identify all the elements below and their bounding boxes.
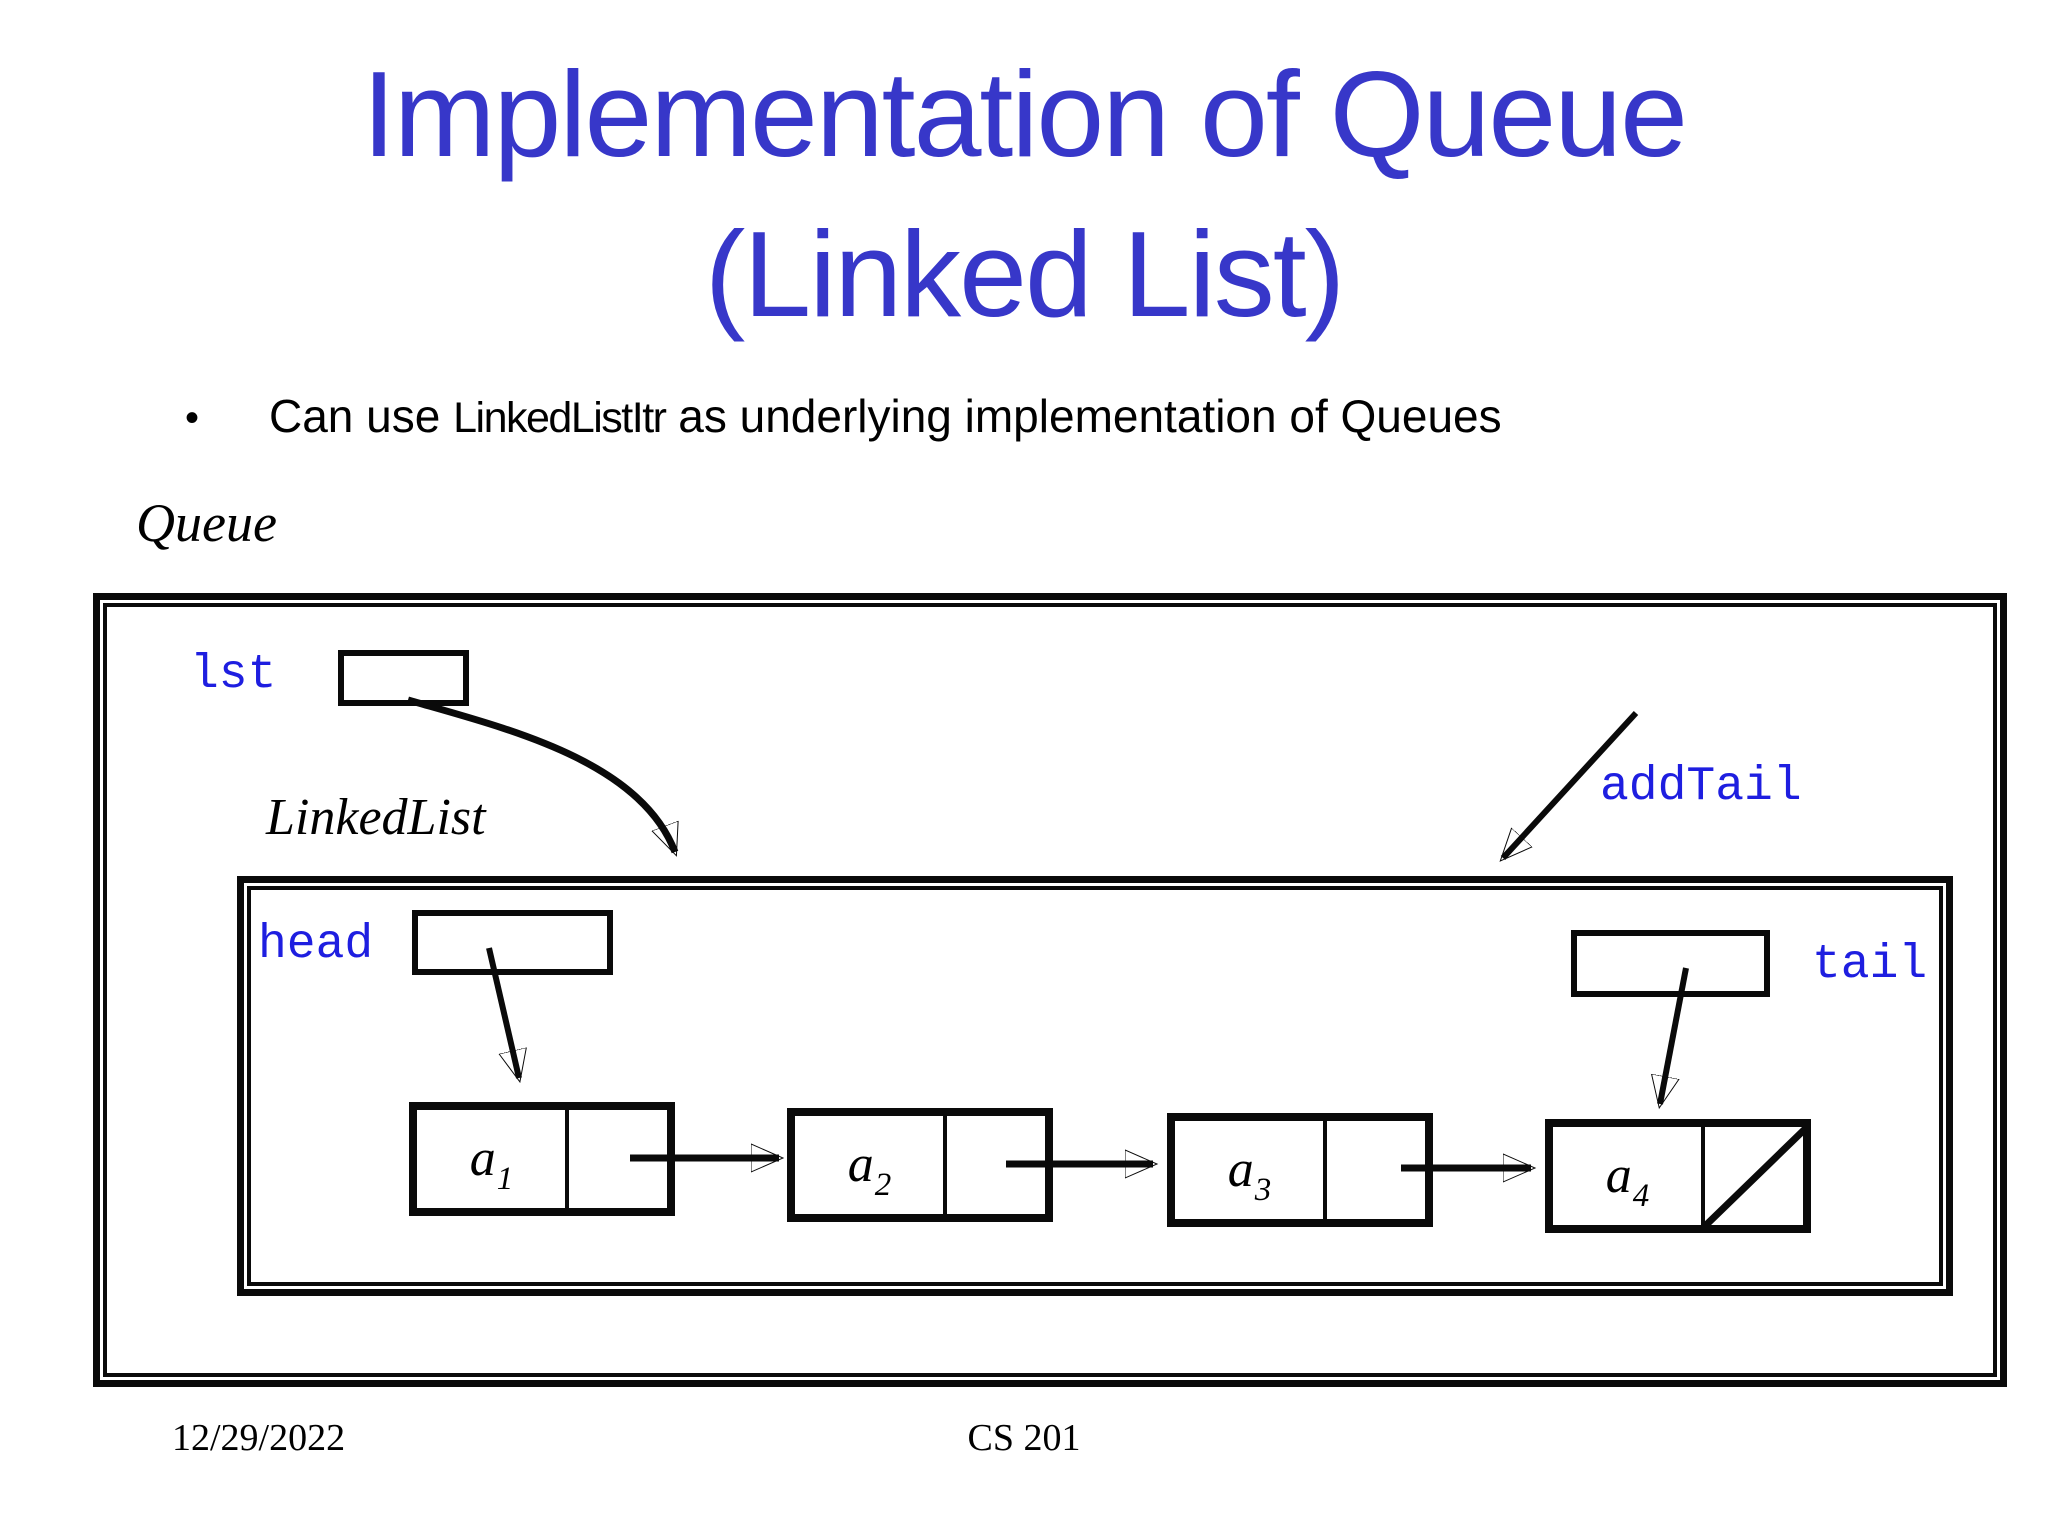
- queue-object-box: [93, 593, 2007, 1387]
- linkedlist-object-box: [237, 876, 1953, 1296]
- lst-pointer-box: [338, 650, 469, 706]
- footer-date: 12/29/2022: [172, 1417, 346, 1459]
- head-pointer-box: [412, 910, 613, 975]
- lst-field-label: lst: [190, 648, 277, 702]
- linkedlist-object-box-inner: [247, 886, 1943, 1286]
- linkedlist-class-label: LinkedList: [266, 789, 486, 846]
- list-node-a3: a3: [1167, 1113, 1433, 1227]
- node-data-cell: a1: [417, 1110, 569, 1208]
- node-next-cell: [1327, 1121, 1425, 1219]
- bullet-item: • Can use LinkedListItr as underlying imp…: [185, 388, 1945, 446]
- node-data-cell: a3: [1175, 1121, 1327, 1219]
- bullet-text-pre: Can use: [269, 390, 454, 442]
- node-next-cell: [569, 1110, 667, 1208]
- page-title-line2: (Linked List): [704, 206, 1346, 342]
- node-subscript: 4: [1632, 1178, 1650, 1214]
- bullet-marker: •: [185, 396, 200, 440]
- list-node-a2: a2: [787, 1108, 1053, 1222]
- node-label: a2: [847, 1136, 892, 1203]
- node-next-cell-null: [1705, 1127, 1803, 1225]
- list-node-a1: a1: [409, 1102, 675, 1216]
- node-subscript: 3: [1254, 1172, 1272, 1208]
- node-subscript: 1: [496, 1161, 514, 1197]
- queue-class-label: Queue: [136, 493, 277, 553]
- addtail-method-label: addTail: [1600, 760, 1802, 814]
- head-field-label: head: [258, 918, 374, 972]
- bullet-code-term: LinkedListItr: [453, 394, 667, 442]
- node-label: a1: [469, 1130, 514, 1197]
- list-node-a4: a4: [1545, 1119, 1811, 1233]
- node-next-cell: [947, 1116, 1045, 1214]
- tail-field-label: tail: [1812, 938, 1928, 992]
- bullet-text-post: as underlying implementation of Queues: [665, 390, 1502, 442]
- node-label: a3: [1227, 1141, 1272, 1208]
- footer-course: CS 201: [967, 1417, 1081, 1459]
- node-subscript: 2: [874, 1167, 892, 1203]
- tail-pointer-box: [1571, 930, 1770, 997]
- page-title: Implementation of Queue (Linked List): [0, 34, 2048, 354]
- node-data-cell: a2: [795, 1116, 947, 1214]
- queue-object-box-inner: [103, 603, 1997, 1377]
- node-label: a4: [1605, 1147, 1650, 1214]
- page-title-line1: Implementation of Queue: [362, 46, 1688, 182]
- node-data-cell: a4: [1553, 1127, 1705, 1225]
